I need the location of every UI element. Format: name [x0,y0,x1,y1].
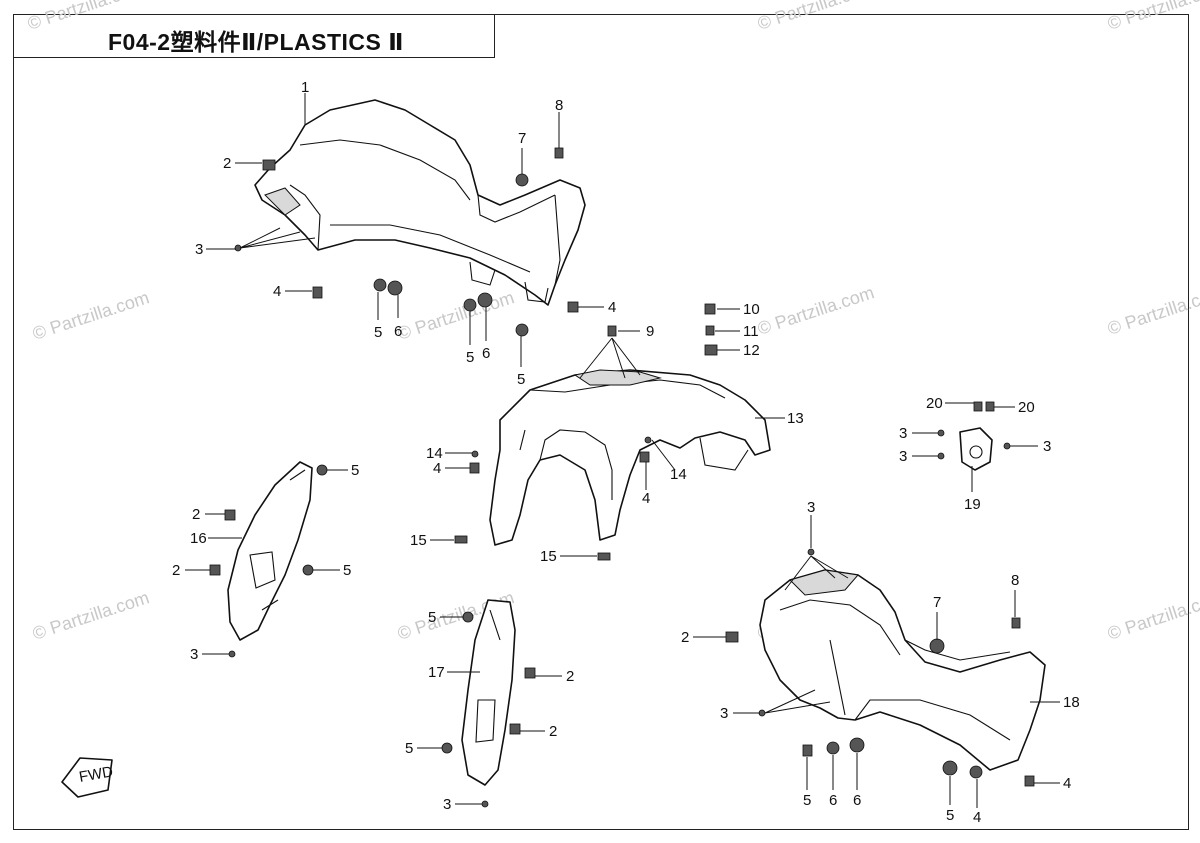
callout-3: 3 [899,425,907,442]
callout-7: 7 [518,130,526,147]
callout-12: 12 [743,342,760,359]
callout-6: 6 [394,323,402,340]
callout-5: 6 [829,792,837,809]
callout-4: 4 [1063,775,1071,792]
watermark: © Partzilla.com [30,587,152,644]
callout-18: 18 [1063,694,1080,711]
callout-15: 15 [540,548,557,565]
part-1-side-panel [254,99,586,306]
watermark: © Partzilla.com [1105,282,1200,339]
callout-5: 5 [374,324,382,341]
callout-6: 6 [853,792,861,809]
callout-3: 3 [443,796,451,813]
watermark: © Partzilla.com [755,282,877,339]
callout-2: 2 [172,562,180,579]
callout-2: 2 [681,629,689,646]
callout-4: 4 [608,299,616,316]
callout-3: 3 [720,705,728,722]
callout-8: 8 [555,97,563,114]
callout-11: 11 [743,323,759,340]
callout-labels: 1 2 3 4 5 6 5 6 5 4 7 8 9 10 11 12 13 14… [172,79,1080,826]
callout-14: 14 [670,466,687,483]
callout-9: 9 [646,323,654,340]
callout-19: 19 [964,496,981,513]
callout-5: 4 [973,809,981,826]
part-19-bracket [959,427,993,471]
callout-3: 3 [195,241,203,258]
callout-2: 2 [192,506,200,523]
callout-17: 17 [428,664,445,681]
title-box: F04-2塑料件Ⅱ/PLASTICS Ⅱ [13,14,495,58]
callout-4: 4 [433,460,441,477]
callout-3: 3 [899,448,907,465]
part-17-middle-panel [461,599,516,786]
fwd-label: FWD [78,763,115,786]
callout-14: 14 [426,445,443,462]
callout-4: 5 [803,792,811,809]
part-16-left-cover [227,461,313,641]
callout-2: 2 [549,723,557,740]
callout-2: 2 [566,668,574,685]
callout-3: 3 [1043,438,1051,455]
callout-8: 8 [1011,572,1019,589]
callout-16: 16 [190,530,207,547]
watermark: © Partzilla.com [1105,0,1200,34]
fwd-arrow-icon: FWD [61,757,115,798]
watermark: © Partzilla.com [395,287,517,344]
part-18-right-side-panel [759,569,1046,771]
callout-3: 3 [190,646,198,663]
callout-4: 4 [642,490,650,507]
callout-2: 2 [223,155,231,172]
callout-1: 1 [301,79,309,96]
watermark: © Partzilla.com [1105,587,1200,644]
callout-5: 5 [405,740,413,757]
callout-7: 7 [933,594,941,611]
diagram-title: F04-2塑料件Ⅱ/PLASTICS Ⅱ [108,29,404,55]
callout-5: 5 [517,371,525,388]
part-13-front-shroud [489,369,771,546]
callout-6: 6 [482,345,490,362]
callout-5: 5 [343,562,351,579]
callout-10: 10 [743,301,760,318]
watermarks: © Partzilla.com © Partzilla.com © Partzi… [25,0,1200,644]
callout-13: 13 [787,410,804,427]
watermark: © Partzilla.com [30,287,152,344]
callout-5: 5 [351,462,359,479]
callout-5: 5 [466,349,474,366]
fasteners [209,147,1035,808]
diagram-frame [13,14,1189,830]
callout-20: 20 [1018,399,1035,416]
callout-5: 5 [428,609,436,626]
callout-3: 3 [807,499,815,516]
callout-4: 4 [273,283,281,300]
callout-20: 20 [926,395,943,412]
callout-15: 15 [410,532,427,549]
callout-6: 5 [946,807,954,824]
watermark: © Partzilla.com [25,0,147,34]
leader-lines [185,93,1060,808]
watermark: © Partzilla.com [755,0,877,34]
